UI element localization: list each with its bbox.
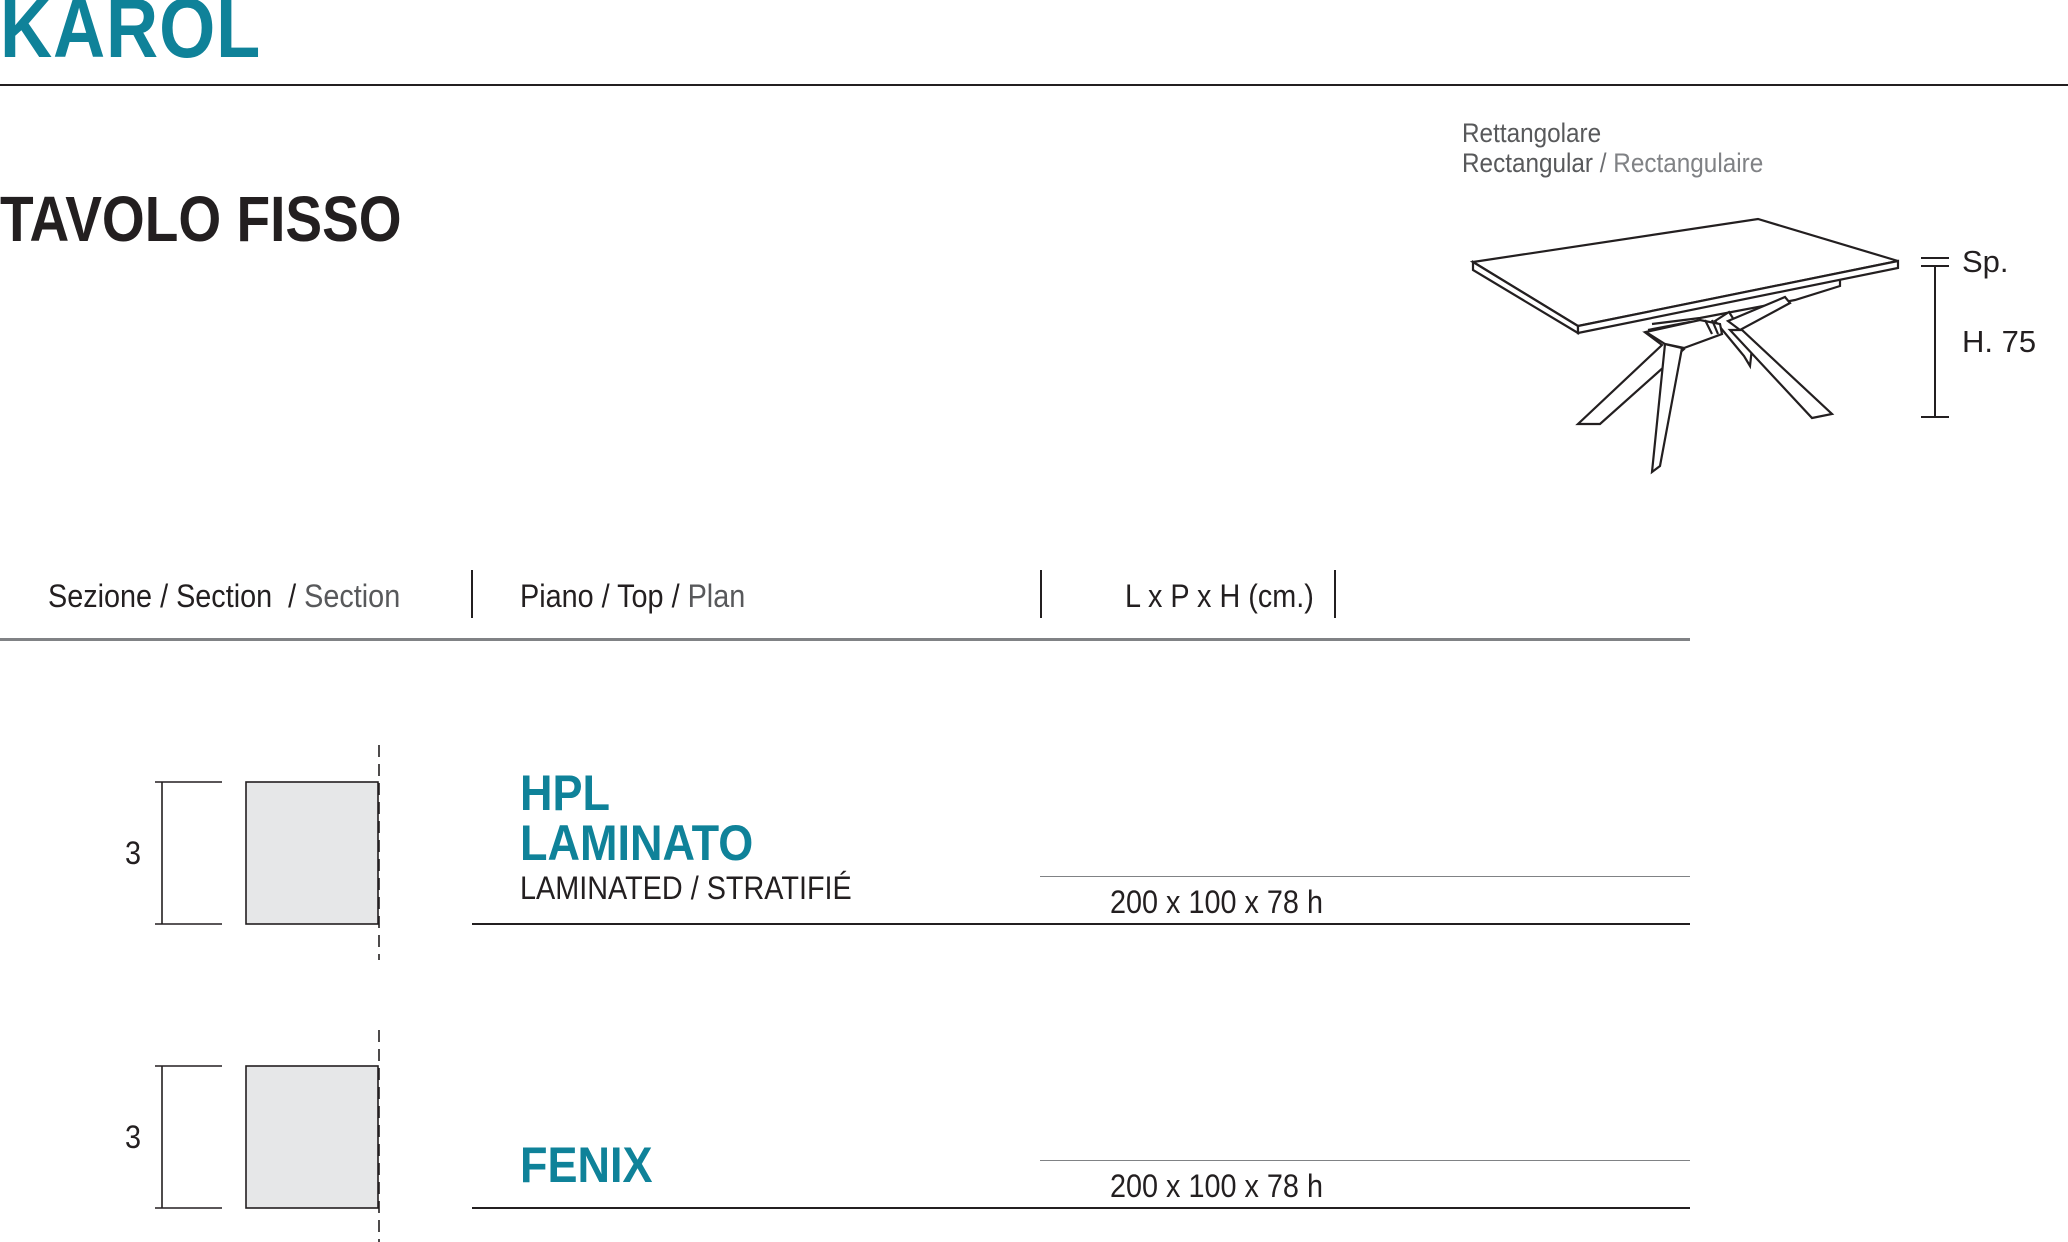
shape-label-en: Rectangular: [1462, 148, 1594, 178]
shape-label-it: Rettangolare: [1462, 118, 1602, 148]
column-separator: [1334, 570, 1336, 618]
section-thickness: 3: [125, 835, 142, 871]
column-header-section-en: Section: [176, 578, 273, 614]
column-header-top-en: Top: [617, 578, 664, 614]
table-leg-front-right: [1727, 328, 1835, 420]
table-leg-front-left: [1575, 331, 1686, 426]
row-divider: [1040, 1160, 1690, 1161]
material-name: HPL LAMINATO: [520, 768, 753, 868]
table-header-rule: [0, 638, 1690, 641]
shape-label-fr: Rectangulaire: [1613, 148, 1764, 178]
thickness-label: Sp.: [1962, 244, 2009, 279]
height-label: H. 75: [1962, 324, 2037, 359]
tabletop-side-edge: [1576, 259, 1900, 335]
material-subtitle: LAMINATED / STRATIFIÉ: [520, 870, 852, 906]
column-header-top-fr: Plan: [687, 578, 746, 614]
brand-title: KAROL: [0, 0, 262, 75]
section-drawing-hpl: [155, 745, 380, 960]
header-divider: [0, 84, 2068, 86]
shape-label: Rettangolare Rectangular / Rectangulaire: [1462, 118, 1763, 178]
column-header-size: L x P x H (cm.): [1125, 578, 1314, 614]
material-name-line1: HPL: [520, 765, 610, 821]
dimensions-value: 200 x 100 x 78 h: [1110, 884, 1323, 920]
table-leg-front-center: [1650, 342, 1684, 475]
material-name: FENIX: [520, 1137, 653, 1193]
column-separator: [1040, 570, 1042, 618]
row-rule: [472, 923, 1690, 925]
dimensions-value: 200 x 100 x 78 h: [1110, 1168, 1323, 1204]
section-drawing-fenix: [155, 1030, 380, 1242]
tabletop-front-edge: [1471, 260, 1580, 335]
column-header-section-it: Sezione: [48, 578, 153, 614]
column-header-top: Piano / Top / Plan: [520, 578, 746, 614]
table-leg-back-right: [1725, 295, 1792, 332]
table-apron: [1651, 280, 1842, 326]
shape-label-separator: /: [1593, 148, 1614, 178]
table-leg-hub: [1643, 318, 1724, 350]
column-header-section: Sezione / Section / Section: [48, 578, 401, 614]
page-title: TAVOLO FISSO: [0, 183, 402, 255]
column-header-section-fr: Section: [304, 578, 401, 614]
material-name-line2: LAMINATO: [520, 815, 754, 871]
column-separator: [471, 570, 473, 618]
column-header-top-it: Piano: [520, 578, 594, 614]
row-rule: [472, 1207, 1690, 1209]
row-divider: [1040, 876, 1690, 877]
section-thickness: 3: [125, 1119, 142, 1155]
tabletop-surface: [1469, 217, 1899, 328]
table-leg-back-left: [1713, 310, 1754, 370]
